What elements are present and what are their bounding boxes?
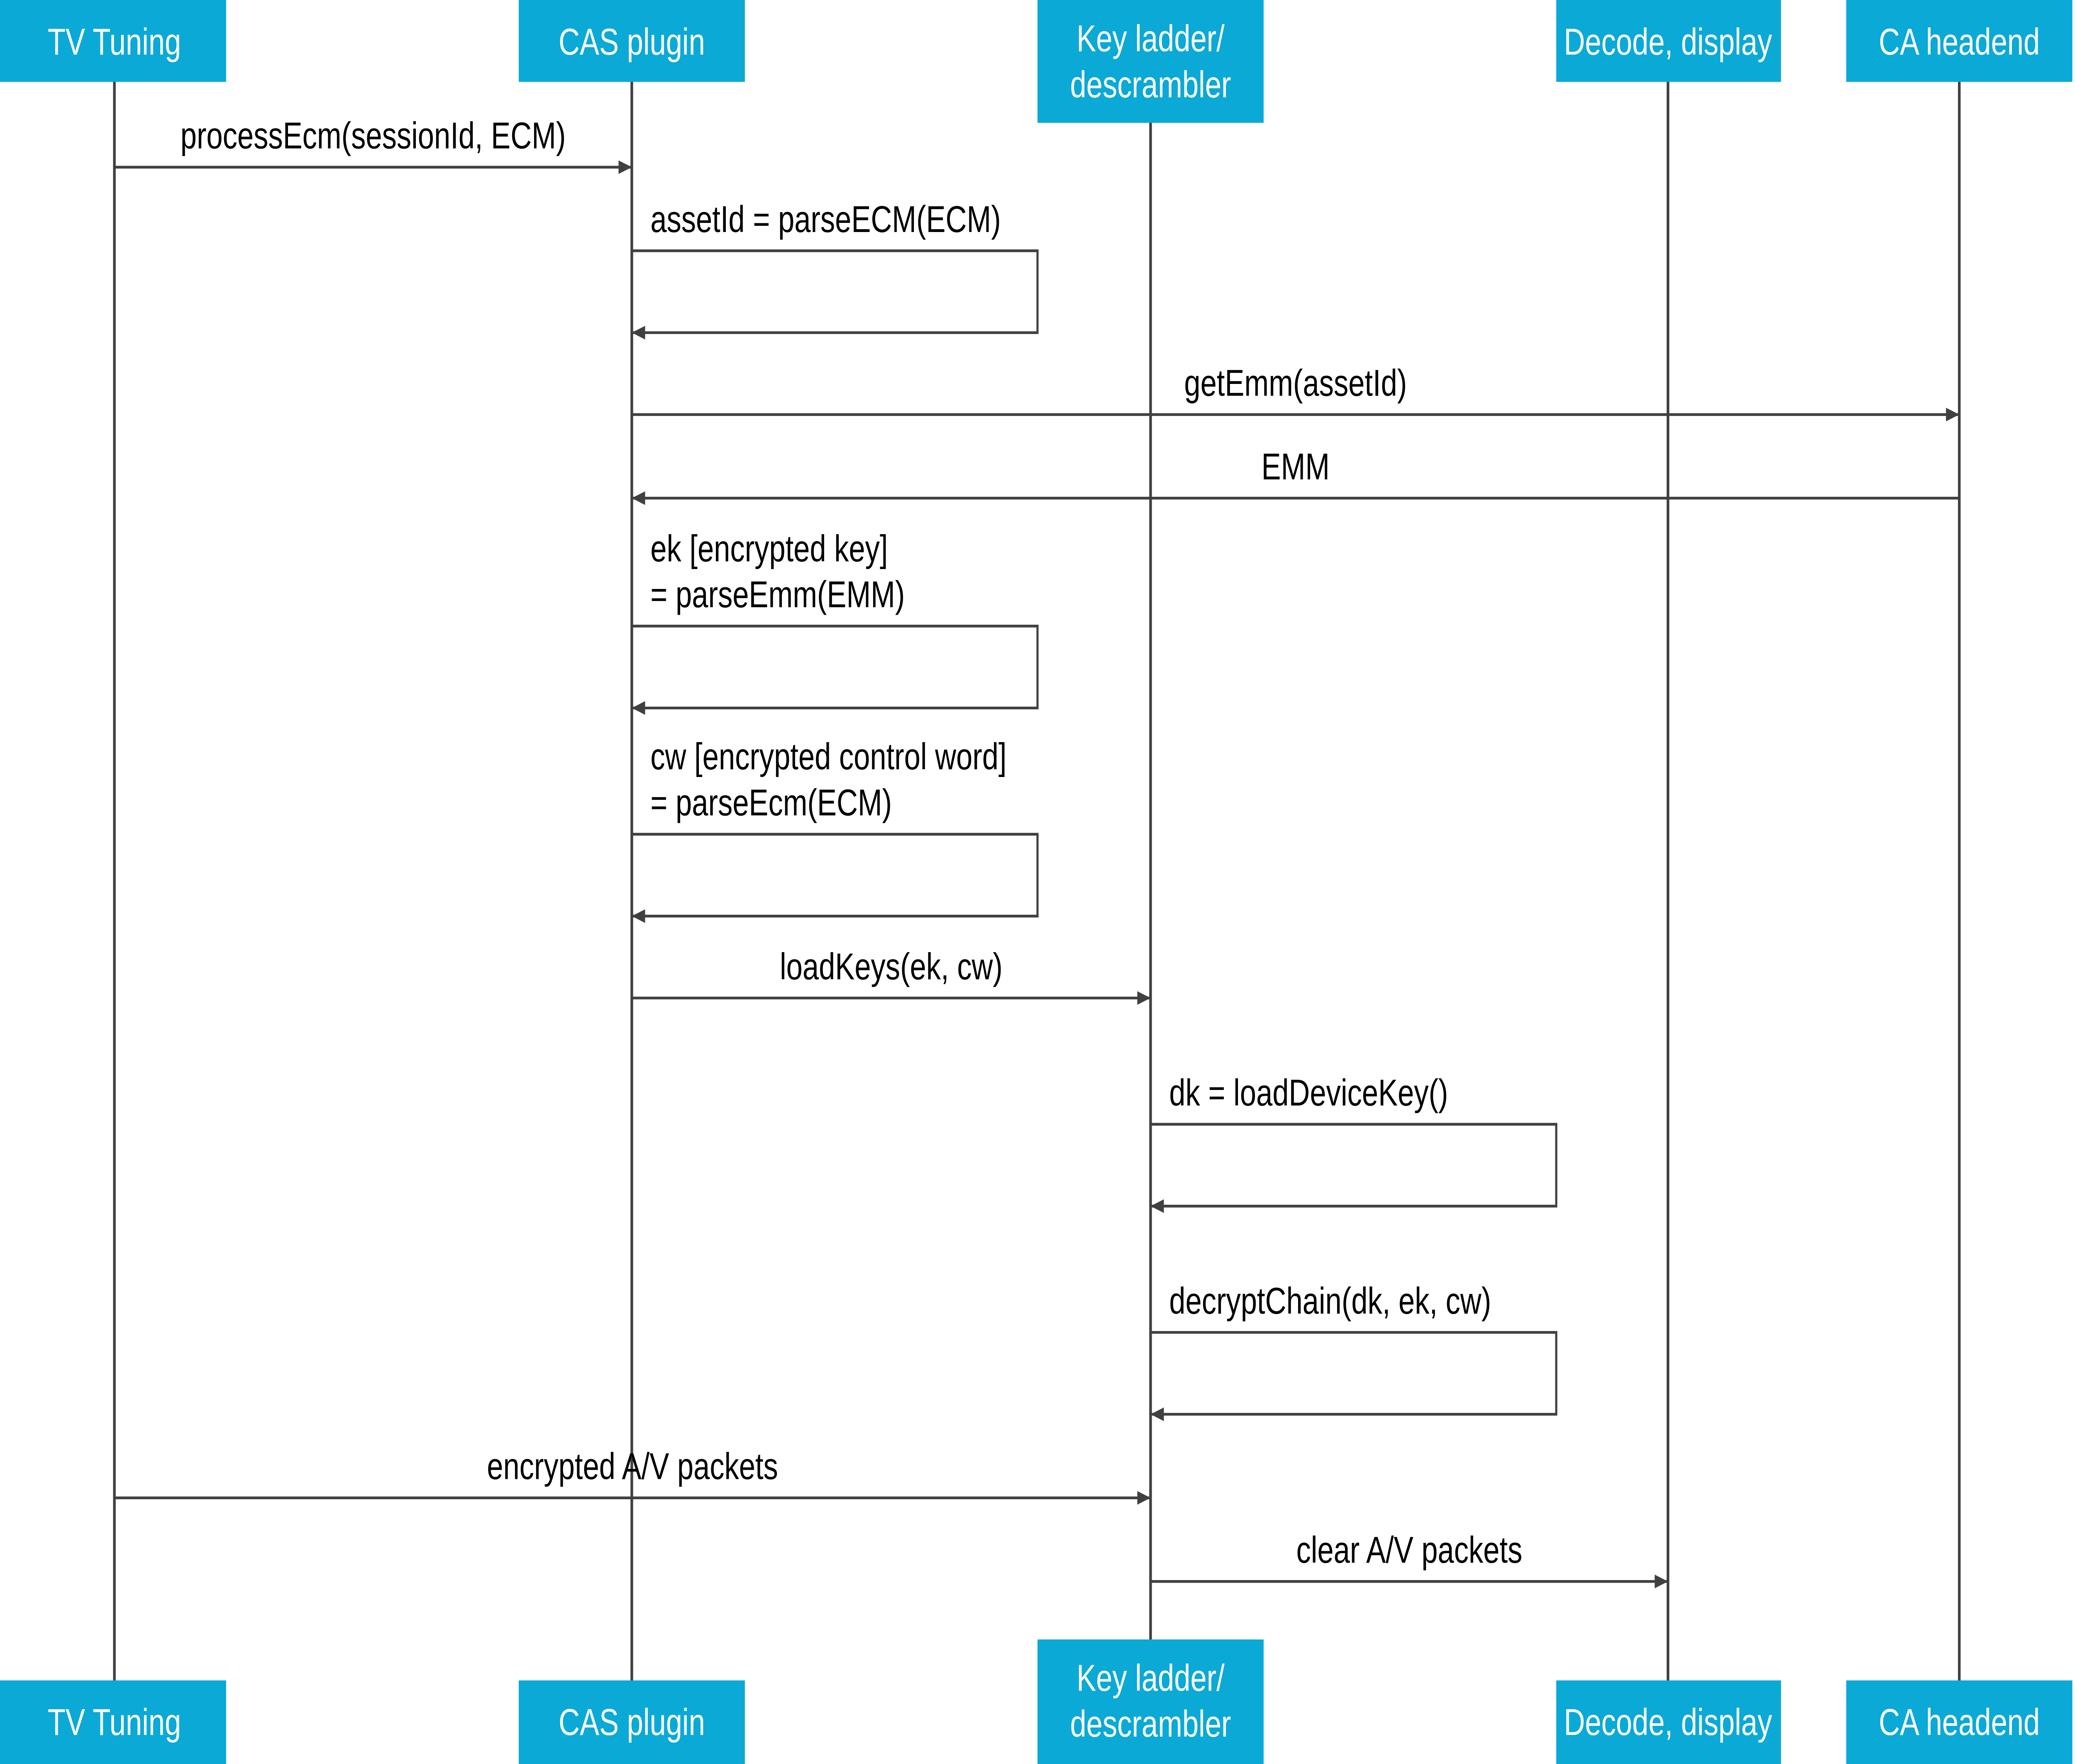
message-label: loadKeys(ek, cw) [780,946,1003,987]
participant-box [1556,1680,1781,1764]
participant-box [1038,0,1264,123]
participant-box [1846,1680,2073,1764]
message-4: EMM [632,446,1960,505]
message-6: cw [encrypted control word] = parseEcm(EC… [632,736,1039,923]
participant-label: TV Tuning [48,21,181,63]
participant-box [0,1680,226,1764]
self-call-arrow [632,625,1039,715]
participant-dec-bottom: Decode, display [1556,1680,1781,1764]
participant-label: CAS plugin [559,21,705,63]
participant-label: Key ladder/ [1077,1657,1225,1699]
message-10: encrypted A/V packets [114,1446,1151,1505]
participant-label: descrambler [1070,1703,1231,1745]
participant-label: Decode, display [1564,21,1772,63]
participant-label: TV Tuning [48,1702,181,1743]
participant-label: Decode, display [1564,1702,1772,1743]
self-call-arrow [632,249,1039,340]
participant-ca-top: CA headend [1846,0,2073,82]
message-label: clear A/V packets [1296,1529,1522,1571]
message-5: ek [encrypted key] = parseEmm(EMM) [632,528,1039,715]
participant-kl-bottom: Key ladder/descrambler [1038,1639,1264,1764]
participant-label: descrambler [1070,64,1231,105]
participant-label: Key ladder/ [1077,18,1225,59]
message-label: encrypted A/V packets [487,1446,778,1487]
self-call-arrow [1150,1331,1557,1421]
message-label: cw [encrypted control word] [650,736,1006,777]
message-label: EMM [1262,446,1330,488]
participant-box [1846,0,2073,82]
message-label: = parseEcm(ECM) [650,782,892,823]
message-8: dk = loadDeviceKey() [1150,1072,1557,1213]
participant-box [1556,0,1781,82]
participant-dec-top: Decode, display [1556,0,1781,82]
participant-tv-top: TV Tuning [0,0,226,82]
message-label: assetId = parseECM(ECM) [650,199,1001,240]
participant-box [0,0,226,82]
message-label: = parseEmm(EMM) [650,574,905,616]
messages: processEcm(sessionId, ECM) assetId = pars… [114,115,1960,1588]
message-2: assetId = parseECM(ECM) [632,199,1039,340]
message-11: clear A/V packets [1150,1529,1668,1588]
participant-box [519,1680,745,1764]
participant-label: CA headend [1879,1702,2040,1743]
participant-cas-top: CAS plugin [519,0,745,82]
message-7: loadKeys(ek, cw) [632,946,1151,1005]
message-label: ek [encrypted key] [650,528,888,569]
participant-tv-bottom: TV Tuning [0,1680,226,1764]
participant-label: CA headend [1879,21,2040,63]
participant-cas-bottom: CAS plugin [519,1680,745,1764]
message-label: decryptChain(dk, ek, cw) [1169,1280,1491,1322]
self-call-arrow [632,833,1039,923]
message-label: getEmm(assetId) [1184,362,1407,404]
participant-box [519,0,745,82]
message-9: decryptChain(dk, ek, cw) [1150,1280,1557,1421]
message-label: dk = loadDeviceKey() [1169,1072,1448,1114]
message-label: processEcm(sessionId, ECM) [181,115,566,156]
message-1: processEcm(sessionId, ECM) [114,115,632,174]
participant-box [1038,1639,1264,1764]
participant-label: CAS plugin [559,1702,705,1743]
participant-ca-bottom: CA headend [1846,1680,2073,1764]
message-3: getEmm(assetId) [632,362,1960,422]
self-call-arrow [1150,1123,1557,1213]
participant-kl-top: Key ladder/descrambler [1038,0,1264,123]
